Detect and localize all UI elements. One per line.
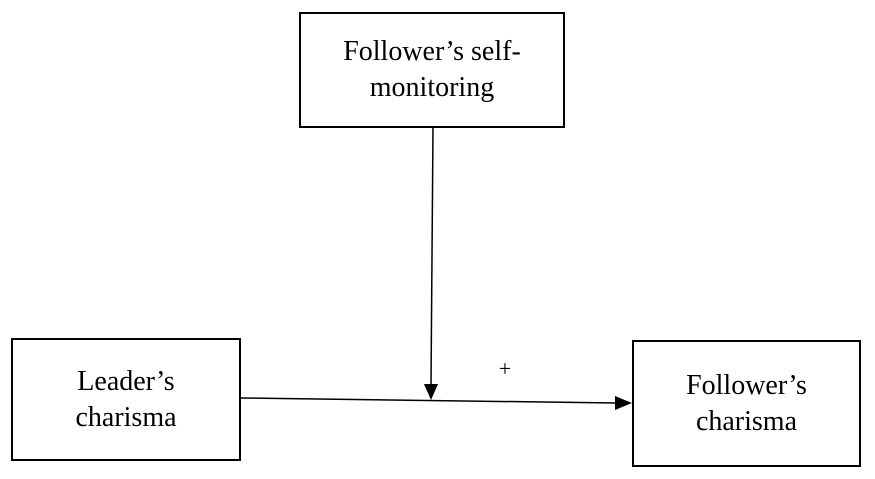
main-path-arrow-line [240, 397, 617, 404]
outcome-label: Follower’s charisma [686, 369, 807, 437]
predictor-box: Leader’s charisma [11, 338, 241, 461]
positive-relationship-sign: + [498, 356, 512, 381]
moderator-box: Follower’s self- monitoring [299, 12, 565, 128]
moderator-label: Follower’s self- monitoring [343, 36, 521, 103]
predictor-label: Leader’s charisma [75, 365, 177, 433]
moderation-arrowhead [424, 384, 438, 400]
main-path-arrowhead [615, 396, 632, 410]
moderation-arrow-line [430, 127, 434, 385]
outcome-box: Follower’s charisma [632, 340, 861, 467]
